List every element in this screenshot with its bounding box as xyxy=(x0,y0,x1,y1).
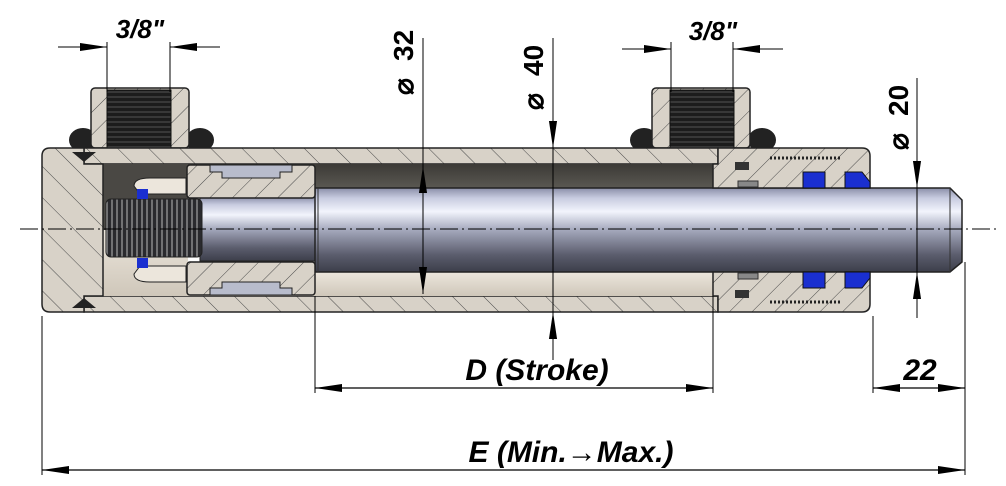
dim-label-port-right: 3/8" xyxy=(689,16,738,46)
weld-bead xyxy=(72,152,96,162)
dim-label-stroke: D (Stroke) xyxy=(465,354,608,387)
dim-rod-extension: 22 xyxy=(872,262,966,475)
gland xyxy=(712,147,871,313)
rod-thread xyxy=(105,198,203,258)
dim-label-rod-extension: 22 xyxy=(902,354,937,387)
dim-rod-dia: ⌀ 32 xyxy=(388,30,428,294)
seal-o-ring xyxy=(137,189,148,199)
piston-rod xyxy=(199,187,963,273)
piston-seal xyxy=(209,164,293,179)
port-thread xyxy=(106,89,172,149)
weld-bead xyxy=(630,128,658,152)
dim-port-right: 3/8" xyxy=(622,16,783,92)
weld-bead xyxy=(72,298,96,308)
weld-bead xyxy=(69,128,97,152)
port-thread xyxy=(669,89,735,149)
rod-seal xyxy=(802,171,826,189)
diameter-symbol: ⌀ xyxy=(518,93,549,110)
wiper-seal xyxy=(844,171,871,189)
dim-rod-end-dia: ⌀ 20 xyxy=(883,78,922,318)
dim-label-port-left: 3/8" xyxy=(116,14,165,44)
piston-seal xyxy=(209,281,293,296)
weld-bead xyxy=(748,128,776,152)
diameter-symbol: ⌀ xyxy=(388,78,419,95)
dim-bore-dia: ⌀ 40 xyxy=(518,38,558,360)
diameter-symbol: ⌀ xyxy=(883,133,914,150)
dim-label-rod-end-dia: 20 xyxy=(883,85,914,116)
seal-o-ring xyxy=(137,258,148,268)
dim-port-left: 3/8" xyxy=(58,14,220,92)
weld-bead xyxy=(186,128,214,152)
dim-overall-length: E (Min.→Max.) xyxy=(41,316,965,475)
end-cap xyxy=(41,147,104,313)
dim-stroke: D (Stroke) xyxy=(314,296,714,393)
dim-label-rod-dia: 32 xyxy=(388,30,419,61)
dim-label-bore-dia: 40 xyxy=(518,45,549,76)
piston xyxy=(186,164,316,296)
rod-seal xyxy=(802,271,826,289)
dim-label-overall-length: E (Min.→Max.) xyxy=(468,436,673,469)
wiper-seal xyxy=(844,271,871,289)
